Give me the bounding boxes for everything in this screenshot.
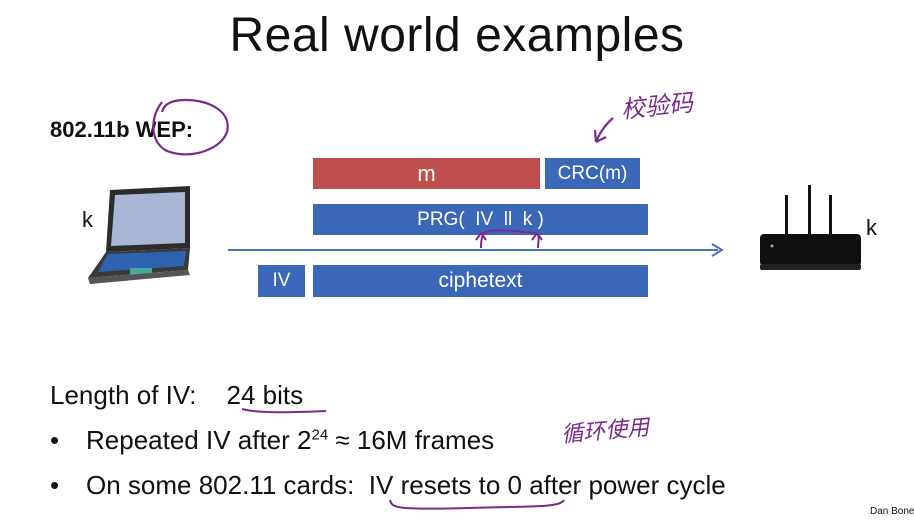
bullet-iv-reset: • On some 802.11 cards: IV resets to 0 af… [50, 470, 726, 501]
bullet-repeated-iv: • Repeated IV after 224 ≈ 16M frames [50, 425, 494, 456]
message-label: m [417, 160, 436, 186]
prg-bar: PRG( IV ll k ) [313, 204, 648, 235]
key-right-label: k [866, 215, 877, 240]
key-left-label: k [82, 207, 93, 232]
ciphertext-bar: ciphetext [313, 265, 648, 297]
slide-title: Real world examples [229, 9, 685, 62]
iv-k-link-annotation [475, 229, 543, 249]
transmission-arrow [228, 243, 724, 257]
repeat-note-text: 循环使用 [560, 415, 652, 448]
crc-note-arrow [593, 117, 614, 143]
message-bar: m [313, 158, 540, 189]
bullet-text-suffix: ≈ 16M frames [328, 425, 495, 455]
bullet-highlight: IV resets to 0 [368, 470, 522, 500]
iv-length-value: 24 bits [226, 380, 304, 410]
author-credit: Dan Boneh [870, 506, 914, 517]
iv-label: IV [272, 270, 291, 291]
ciphertext-label: ciphetext [438, 269, 523, 292]
prg-label: PRG( IV ll k ) [417, 208, 544, 230]
crc-note-text: 校验码 [620, 88, 697, 124]
laptop-icon [88, 186, 190, 284]
iv-reset-underline [389, 499, 565, 510]
protocol-label: 802.11b WEP: [50, 117, 194, 142]
bullet-superscript: 24 [311, 426, 329, 444]
crc-label: CRC(m) [557, 162, 628, 184]
crc-bar: CRC(m) [545, 158, 640, 189]
bullet-text: Repeated IV after 2 [86, 425, 312, 455]
iv-length-underline [241, 408, 327, 414]
iv-length-label: Length of IV: [50, 380, 197, 410]
bullet-text-suffix: after power cycle [521, 470, 726, 500]
bullet-text: On some 802.11 cards: [86, 470, 369, 500]
iv-bar: IV [258, 265, 305, 297]
router-icon [760, 185, 861, 270]
iv-length-line: Length of IV: 24 bits [50, 380, 303, 411]
bullet-dot: • [50, 470, 60, 500]
bullet-dot: • [50, 425, 60, 455]
circle-annotation [152, 98, 229, 156]
